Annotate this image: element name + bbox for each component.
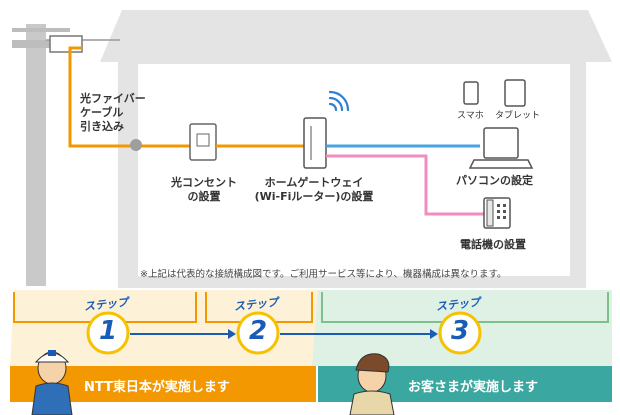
gateway-label-line2: (Wi-Fiルーター)の設置 (254, 190, 374, 203)
step1-number: 1 (98, 316, 118, 346)
house-interior (138, 64, 570, 276)
fiber-cable-label-line1: 光ファイバー (80, 92, 146, 105)
laptop-screen (483, 127, 519, 159)
optical-outlet-label-line1: 光コンセント (171, 176, 237, 189)
step2-number: 2 (248, 316, 268, 346)
customer-figure-icon (349, 353, 395, 415)
step3-circle (438, 311, 482, 355)
tablet-label: タブレット (495, 111, 541, 121)
step2-circle (236, 311, 280, 355)
gateway-label-line1: ホームゲートウェイ (264, 176, 364, 189)
phone-label: 電話機の設置 (460, 238, 526, 251)
tablet-device (504, 79, 526, 107)
gateway-label: ホームゲートウェイ (Wi-Fiルーター)の設置 (244, 176, 384, 204)
closure-box (49, 35, 83, 53)
pole-crossarm-2 (12, 28, 70, 32)
utility-pole (26, 24, 46, 286)
house-roof (100, 10, 612, 62)
gateway-device (303, 117, 327, 169)
wifi-icon (328, 90, 350, 112)
ntt-band-text: NTT東日本が実施します (84, 380, 230, 395)
diagram-note: ※上記は代表的な接続構成図です。ご利用サービス等により、機器構成は異なります。 (140, 269, 507, 280)
fiber-cable-label: 光ファイバー ケーブル 引き込み (80, 92, 146, 134)
fiber-entry-point (130, 139, 142, 151)
pc-label: パソコンの設定 (456, 174, 533, 187)
worker-figure-icon (31, 350, 73, 415)
step1-circle (86, 311, 130, 355)
customer-band-text: お客さまが実施します (408, 380, 539, 395)
laptop-base (468, 159, 534, 169)
smartphone-label: スマホ (457, 111, 484, 121)
fiber-cable-label-line3: 引き込み (80, 120, 124, 133)
step3-number: 3 (450, 316, 470, 346)
fiber-cable-label-line2: ケーブル (80, 106, 124, 119)
optical-outlet-label-line2: の設置 (187, 190, 221, 203)
optical-outlet-device (189, 123, 217, 161)
phone-line (326, 154, 484, 216)
smartphone-device (463, 81, 479, 105)
pole-crossarm (12, 40, 70, 48)
optical-outlet-label: 光コンセント の設置 (160, 176, 248, 204)
